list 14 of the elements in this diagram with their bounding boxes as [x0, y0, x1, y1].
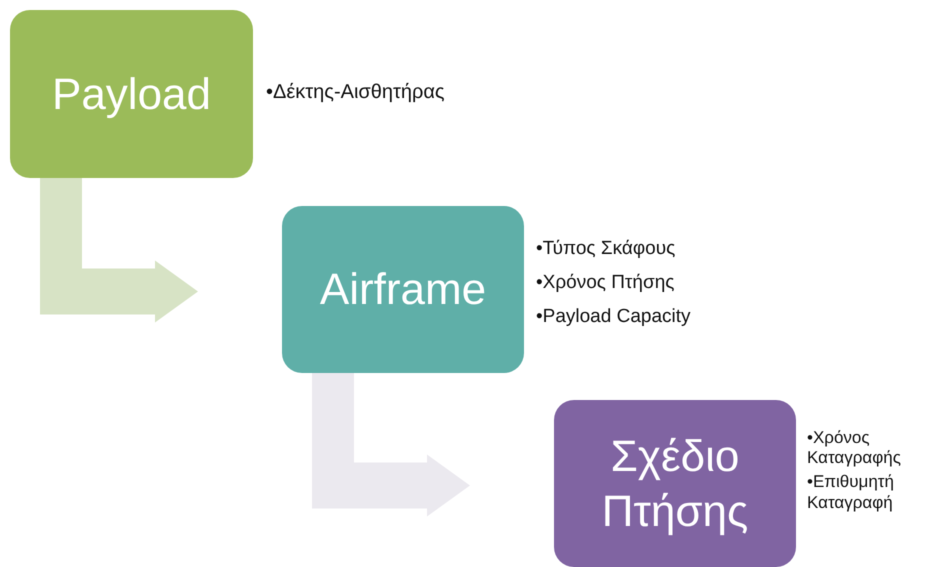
bent-arrow: [40, 178, 198, 322]
box-title: Σχέδιο Πτήσης: [600, 430, 750, 538]
bullet-item: •Χρόνος Καταγραφής: [807, 428, 902, 469]
bullet-item: •Τύπος Σκάφους: [536, 238, 676, 261]
process-box: [282, 206, 524, 373]
bullet-item: •Χρόνος Πτήσης: [536, 272, 676, 295]
bullet-item: •Δέκτης-Αισθητήρας: [266, 80, 446, 104]
bent-arrow: [312, 373, 470, 516]
process-box: [10, 10, 253, 178]
bullet-item: •Επιθυμητή Καταγραφή: [807, 472, 895, 514]
box-title: Payload: [52, 68, 211, 120]
bullet-item: •Payload Capacity: [536, 306, 692, 329]
box-title: Airframe: [320, 264, 486, 316]
process-box: [554, 400, 796, 567]
